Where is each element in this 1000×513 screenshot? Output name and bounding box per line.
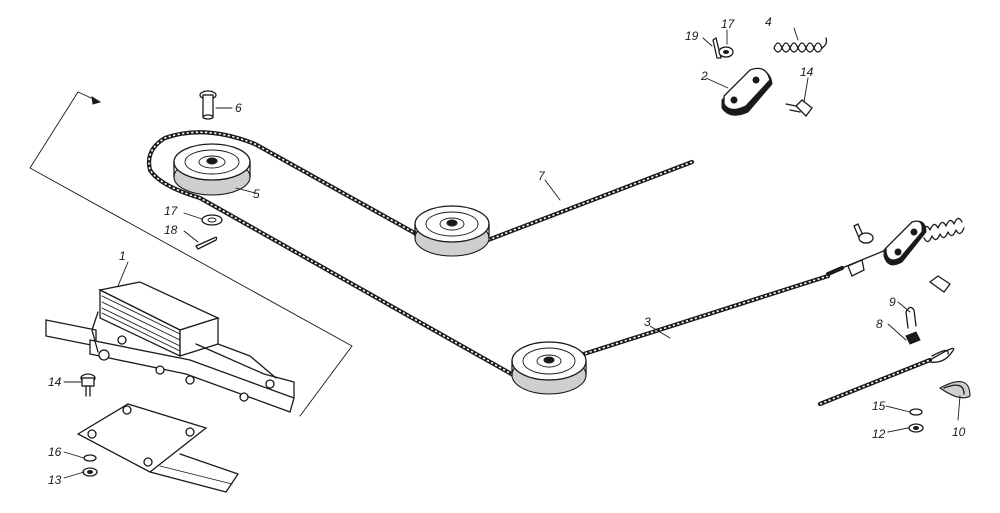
washer-17-left: [201, 214, 223, 226]
washer-15: [909, 408, 923, 416]
washer-16: [83, 454, 97, 462]
clip-9: [905, 306, 917, 329]
label-12: 12: [872, 427, 886, 441]
thimble-10: [938, 381, 971, 399]
label-2: 2: [700, 69, 708, 83]
label-7: 7: [538, 169, 546, 183]
label-17-left: 17: [164, 204, 179, 218]
mounting-plate: [76, 403, 239, 493]
control-cable: [146, 130, 845, 379]
split-pin-18: [195, 236, 218, 250]
label-14-right: 14: [800, 65, 814, 79]
label-19: 19: [685, 29, 699, 43]
cable-end-loop: [817, 347, 955, 407]
lever-2: [721, 67, 773, 116]
clamp-8: [905, 331, 921, 345]
pulley-5: [173, 143, 251, 196]
bracket-assembly-1: [45, 281, 295, 413]
bolt-14-right: [785, 99, 813, 117]
pulley-lower: [511, 341, 587, 395]
label-5: 5: [253, 187, 260, 201]
leader-lines: [63, 27, 961, 479]
label-10: 10: [952, 425, 966, 439]
bolt-14-left: [80, 373, 96, 397]
label-17-right: 17: [721, 17, 736, 31]
label-16: 16: [48, 445, 62, 459]
spring-4: [773, 37, 828, 53]
nut-12: [908, 423, 924, 433]
label-13: 13: [48, 473, 62, 487]
label-9: 9: [889, 295, 896, 309]
nut-13: [82, 467, 98, 477]
label-14-left: 14: [48, 375, 62, 389]
label-18: 18: [164, 223, 178, 237]
washer-17-right: [718, 46, 734, 58]
label-3: 3: [644, 315, 651, 329]
pin-6: [199, 90, 217, 120]
label-15: 15: [872, 399, 886, 413]
pulley-center: [414, 205, 490, 257]
label-6: 6: [235, 101, 242, 115]
reference-lines: [29, 91, 353, 417]
split-pin-19: [712, 37, 722, 59]
part-labels: 1 2 3 4 5 6 7 8 9 10 12 13 14 14 15 16 1…: [48, 15, 966, 487]
cable-end-assembly: [841, 217, 965, 293]
label-1: 1: [119, 249, 126, 263]
label-4: 4: [765, 15, 772, 29]
label-8: 8: [876, 317, 883, 331]
